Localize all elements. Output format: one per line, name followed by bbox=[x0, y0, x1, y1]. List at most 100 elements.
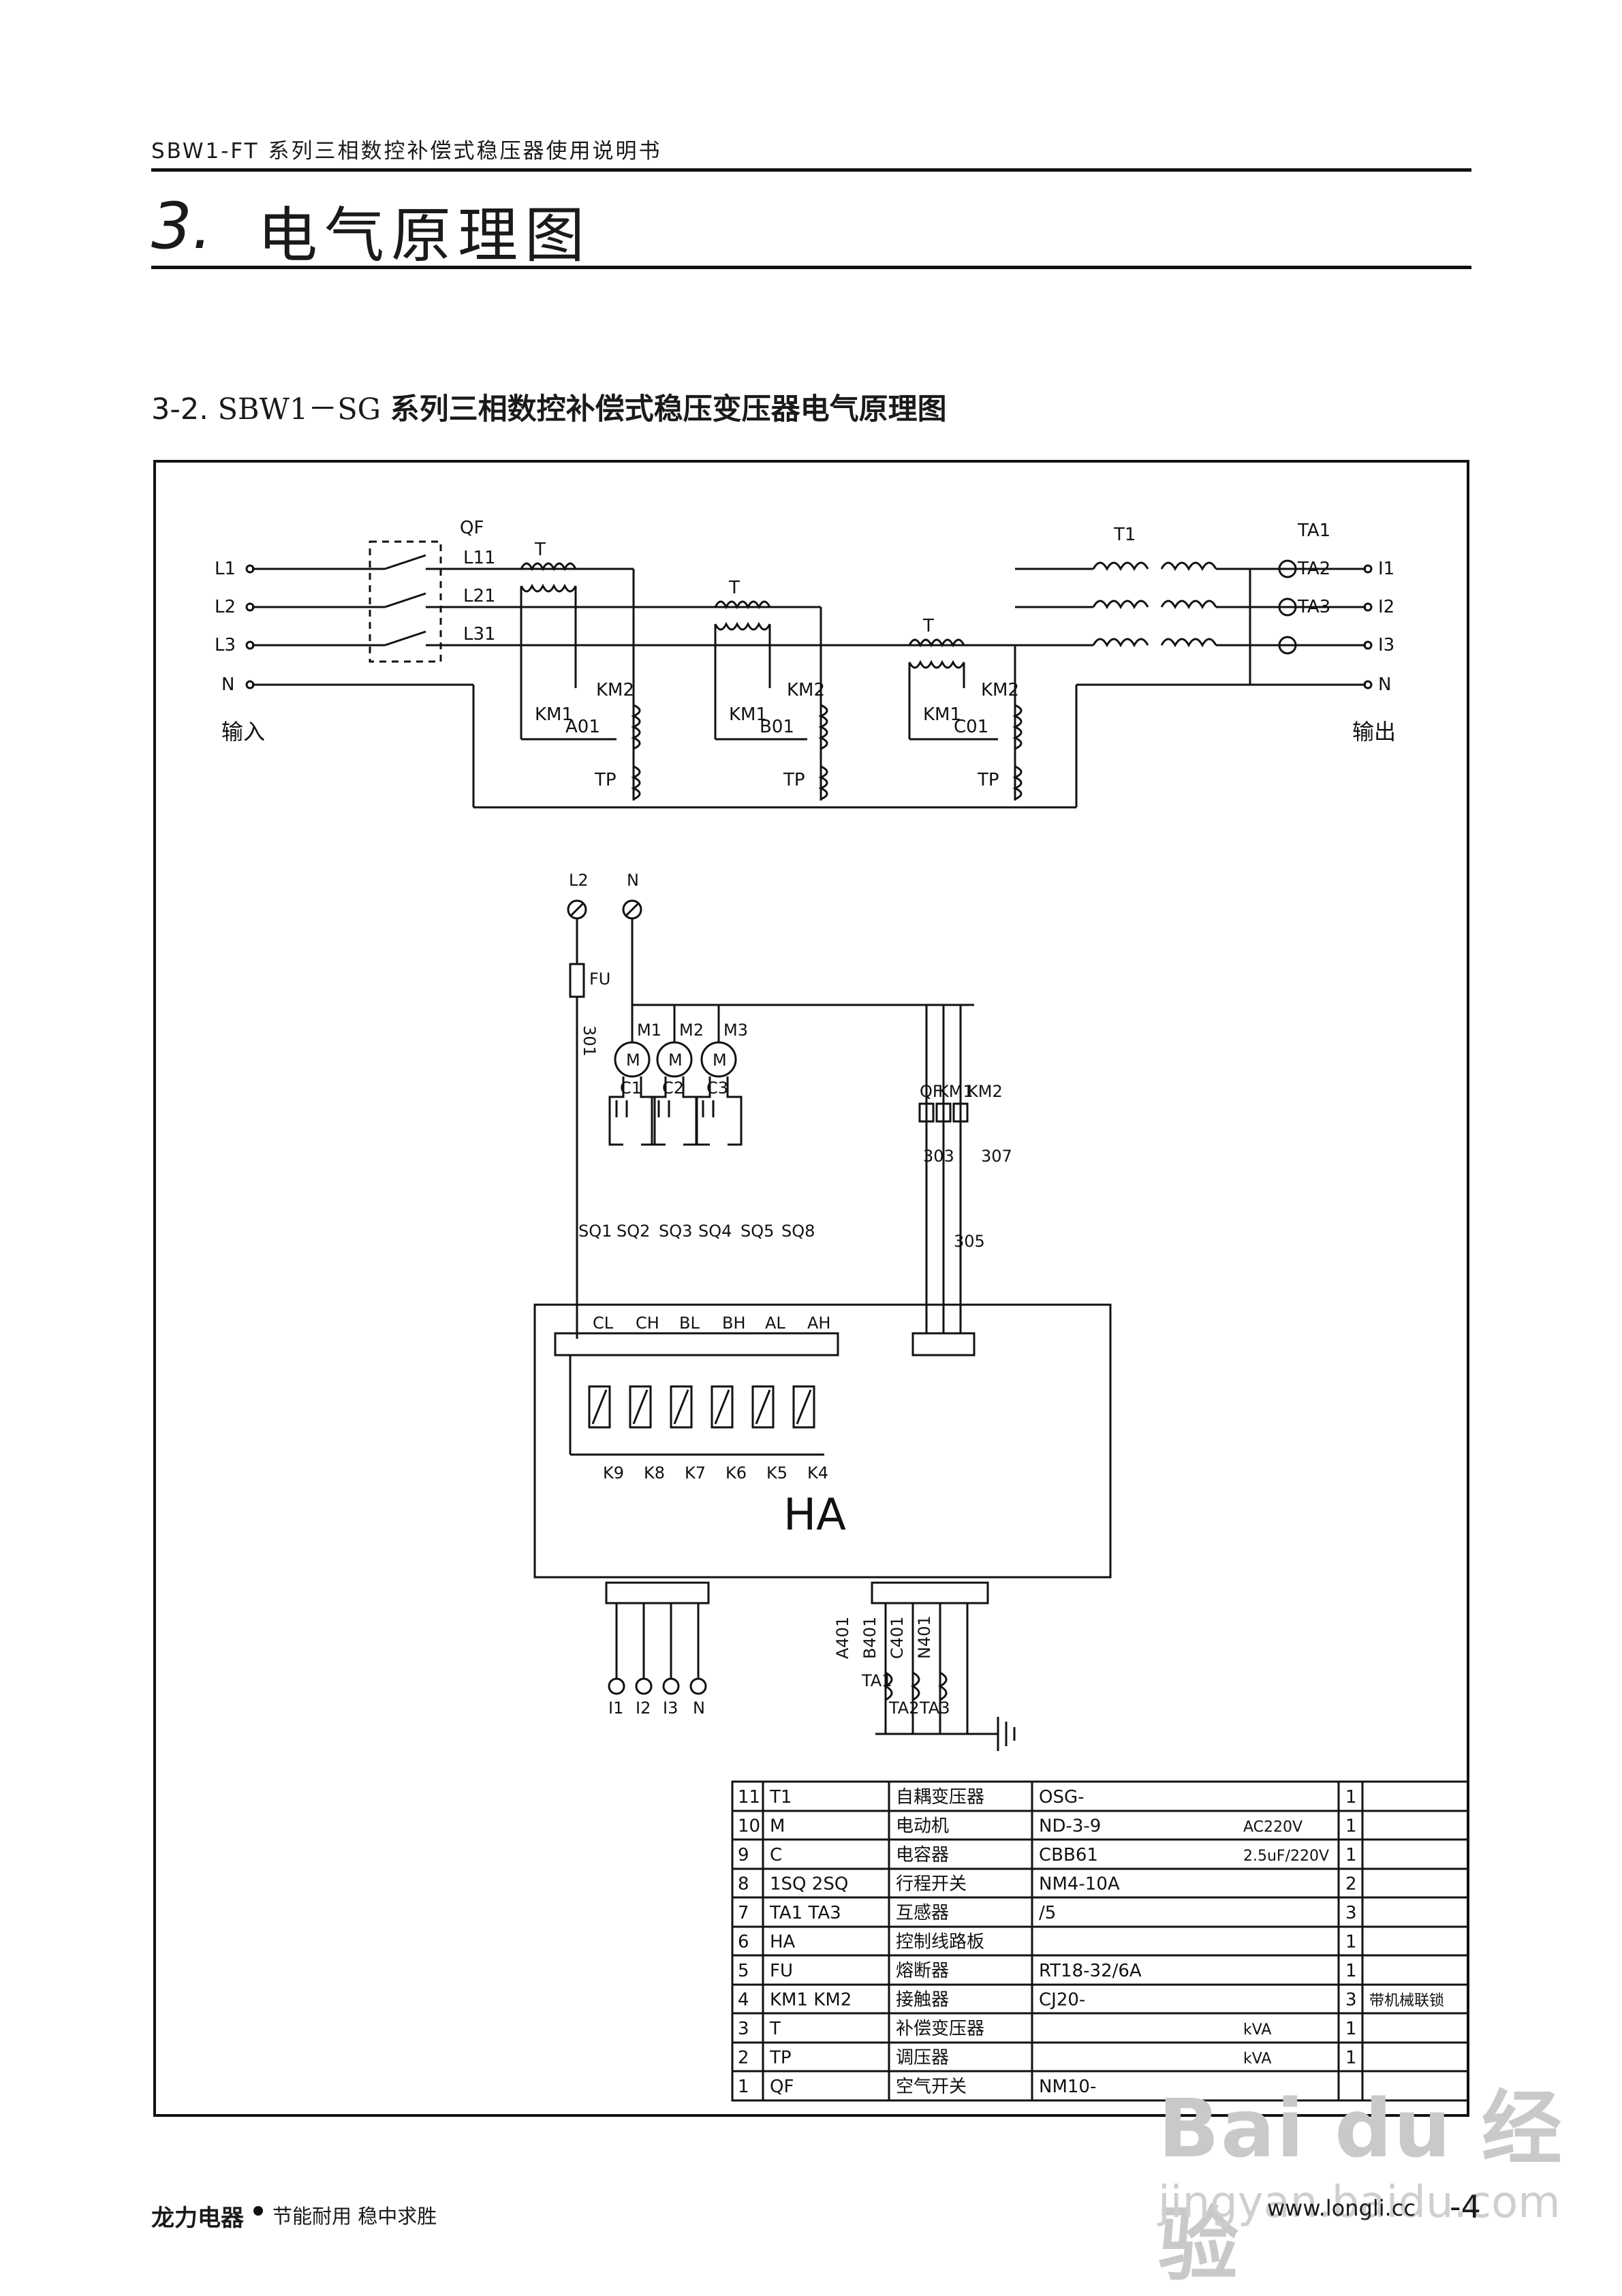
table-cell: 3 bbox=[1345, 1990, 1357, 2011]
table-cell: 10 bbox=[738, 1816, 760, 1837]
table-cell: 1 bbox=[1345, 2019, 1357, 2039]
table-cell: OSG- bbox=[1039, 1787, 1085, 1808]
table-cell: KM1 KM2 bbox=[770, 1990, 852, 2011]
table-cell: RT18-32/6A bbox=[1039, 1961, 1142, 1981]
relay-k5: K5 bbox=[766, 1463, 787, 1483]
term-bl: BL bbox=[679, 1314, 700, 1333]
page-number: -4 bbox=[1450, 2188, 1481, 2225]
relay-k4: K4 bbox=[807, 1463, 828, 1483]
motor-m1: M1 bbox=[637, 1021, 661, 1040]
table-cell: 8 bbox=[738, 1874, 749, 1895]
relay-k6: K6 bbox=[726, 1463, 747, 1483]
switch-sq8: SQ8 bbox=[781, 1222, 815, 1241]
table-cell: 电容器 bbox=[896, 1845, 949, 1865]
table-cell: NM10- bbox=[1039, 2077, 1096, 2097]
table-cell: 1SQ 2SQ bbox=[770, 1874, 848, 1895]
coil-km1: KM1 bbox=[938, 1082, 973, 1101]
wire-301: 301 bbox=[580, 1025, 599, 1057]
line-l21: L21 bbox=[463, 586, 496, 606]
chapter-title: 电气原理图 bbox=[258, 200, 592, 270]
table-cell: 补偿变压器 bbox=[896, 2019, 984, 2039]
qf-label: QF bbox=[460, 518, 484, 538]
term-i3: I3 bbox=[663, 1698, 678, 1718]
table-cell: T bbox=[769, 2019, 781, 2039]
table-cell: 2 bbox=[1345, 1874, 1357, 1895]
ct-ta3: TA3 bbox=[919, 1698, 950, 1718]
table-cell: 4 bbox=[738, 1990, 749, 2011]
table-cell: 9 bbox=[738, 1845, 749, 1865]
tp-a: TP bbox=[594, 770, 617, 790]
supply-n: N bbox=[627, 871, 639, 890]
table-cell: 接触器 bbox=[896, 1990, 949, 2011]
km2-c: KM2 bbox=[981, 680, 1019, 700]
motor-symbol-1: M bbox=[626, 1051, 640, 1070]
term-cl: CL bbox=[593, 1314, 614, 1333]
ta1-label: TA1 bbox=[1297, 521, 1330, 541]
line-l11: L11 bbox=[463, 548, 496, 568]
table-cell: /5 bbox=[1039, 1903, 1056, 1923]
output-i1: I1 bbox=[1378, 559, 1394, 579]
cap-c3: C3 bbox=[706, 1079, 728, 1098]
transformer-t-c: T bbox=[922, 616, 934, 636]
table-cell: 2.5uF/220V bbox=[1243, 1848, 1329, 1865]
document-header: SBW1-FT 系列三相数控补偿式稳压器使用说明书 bbox=[151, 139, 662, 164]
table-cell: 1 bbox=[1345, 2048, 1357, 2068]
motor-m2: M2 bbox=[679, 1021, 704, 1040]
table-cell: QF bbox=[770, 2077, 794, 2097]
ta3-label: TA3 bbox=[1297, 597, 1330, 617]
switch-sq2: SQ2 bbox=[617, 1222, 650, 1241]
watermark-logo: Bai du 经验 bbox=[1158, 2081, 1563, 2292]
table-cell: 1 bbox=[1345, 1787, 1357, 1808]
ta2-label: TA2 bbox=[1297, 559, 1330, 579]
chapter-rule bbox=[151, 266, 1471, 269]
relay-k9: K9 bbox=[603, 1463, 624, 1483]
parts-table-grid bbox=[731, 1780, 1469, 2102]
table-cell: 11 bbox=[738, 1787, 760, 1808]
term-al: AL bbox=[765, 1314, 785, 1333]
header-rule bbox=[151, 168, 1471, 172]
tp-c: TP bbox=[977, 770, 999, 790]
table-cell: ND-3-9 bbox=[1039, 1816, 1101, 1837]
table-cell: HA bbox=[770, 1932, 796, 1953]
km1-a: KM1 bbox=[535, 704, 573, 725]
table-cell: FU bbox=[770, 1961, 793, 1981]
table-cell: 1 bbox=[1345, 1961, 1357, 1981]
switch-sq3: SQ3 bbox=[659, 1222, 692, 1241]
table-cell: 控制线路板 bbox=[896, 1932, 984, 1953]
table-cell: C bbox=[770, 1845, 782, 1865]
relay-k7: K7 bbox=[685, 1463, 706, 1483]
line-l31: L31 bbox=[463, 624, 496, 645]
input-l1: L1 bbox=[215, 559, 236, 579]
section-caption: 系列三相数控补偿式稳压变压器电气原理图 bbox=[390, 392, 947, 426]
footer-url: www.longli.cc bbox=[1267, 2195, 1416, 2221]
table-cell: kVA bbox=[1243, 2021, 1271, 2038]
table-cell: 1 bbox=[1345, 1932, 1357, 1953]
wire-303: 303 bbox=[923, 1147, 954, 1166]
wire-305: 305 bbox=[954, 1232, 985, 1251]
coil-qf: QF bbox=[920, 1082, 942, 1101]
table-cell: 3 bbox=[738, 2019, 749, 2039]
table-cell: T1 bbox=[769, 1787, 792, 1808]
section-title: 3-2. SBW1－SG 系列三相数控补偿式稳压变压器电气原理图 bbox=[151, 386, 947, 428]
tap-a01: A01 bbox=[565, 717, 600, 737]
table-cell: 行程开关 bbox=[896, 1874, 967, 1895]
table-cell: 互感器 bbox=[896, 1903, 949, 1923]
relay-k8: K8 bbox=[644, 1463, 665, 1483]
input-l2: L2 bbox=[215, 597, 236, 617]
table-cell: 1 bbox=[738, 2077, 749, 2097]
output-n: N bbox=[1378, 674, 1391, 695]
km2-b: KM2 bbox=[787, 680, 825, 700]
input-n: N bbox=[221, 674, 234, 695]
table-cell: 6 bbox=[738, 1932, 749, 1953]
transformer-t-a: T bbox=[534, 540, 546, 560]
switch-sq1: SQ1 bbox=[578, 1222, 612, 1241]
wire-b401: B401 bbox=[860, 1617, 879, 1659]
output-i3: I3 bbox=[1378, 635, 1394, 655]
footer-brand: 龙力电器 bbox=[151, 2205, 244, 2232]
term-ah: AH bbox=[807, 1314, 830, 1333]
section-number: 3-2. bbox=[151, 392, 208, 426]
term-i2: I2 bbox=[636, 1698, 651, 1718]
control-circuit bbox=[533, 899, 1112, 1751]
motor-symbol-2: M bbox=[668, 1051, 683, 1070]
